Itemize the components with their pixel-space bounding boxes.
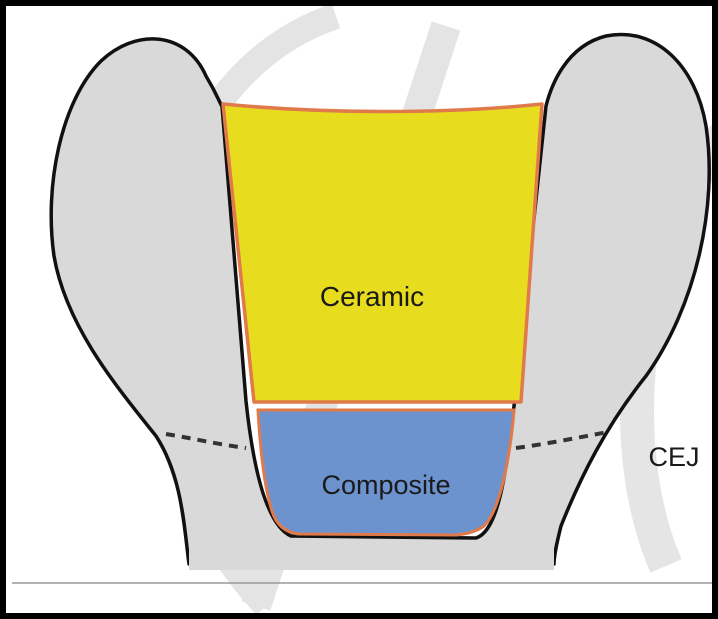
composite-label: Composite — [321, 470, 450, 500]
root-band — [189, 546, 554, 570]
ceramic-layer — [223, 104, 542, 402]
ceramic-label: Ceramic — [320, 281, 424, 312]
tooth-cross-section-diagram: Ceramic Composite CEJ — [6, 6, 718, 619]
cej-label: CEJ — [648, 442, 699, 472]
